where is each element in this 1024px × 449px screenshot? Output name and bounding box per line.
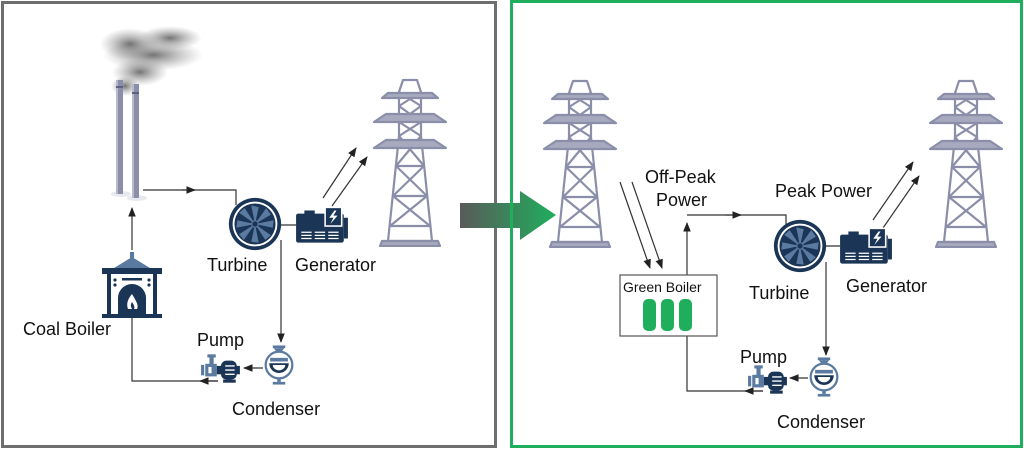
label-pump-before: Pump: [197, 330, 245, 350]
transmission-tower-icon: [928, 79, 1004, 248]
label-peak-power: Peak Power: [775, 181, 873, 201]
arrow-right-icon: [460, 191, 556, 240]
green-boiler-icon: [619, 274, 718, 337]
after-panel-frame: [510, 0, 1023, 448]
label-condenser-after: Condenser: [777, 412, 866, 432]
label-pump-after: Pump: [740, 347, 788, 367]
tower-to-boiler-line-1: [619, 181, 651, 269]
after-flow-lines: [619, 161, 920, 395]
label-green-boiler: Green Boiler: [623, 279, 702, 295]
pump-icon: [747, 364, 788, 395]
smokestack-icon: [100, 26, 203, 201]
transmission-tower-icon: [372, 78, 448, 247]
label-turbine-after: Turbine: [749, 283, 810, 303]
label-off-peak-line1: Off-Peak: [645, 167, 716, 187]
transmission-tower-icon: [542, 79, 618, 248]
label-condenser-before: Condenser: [232, 399, 321, 419]
generator-to-tower-line-2: [882, 175, 920, 229]
flow-boiler-to-turbine: [687, 214, 787, 225]
generator-to-tower-line-2: [331, 156, 368, 207]
flow-stack-to-turbine: [143, 189, 237, 205]
generator-icon: [295, 206, 349, 244]
label-generator-after: Generator: [846, 276, 928, 296]
before-panel: [1, 1, 556, 448]
pump-icon: [200, 353, 241, 384]
flow-boiler-to-pump: [686, 336, 763, 392]
tower-to-boiler-line-2: [631, 181, 663, 269]
before-flow-lines: [128, 147, 368, 385]
boiler-icon: [102, 252, 162, 318]
generator-to-tower-line-1: [872, 161, 914, 221]
flow-pump-to-boiler: [131, 314, 218, 382]
turbine-icon: [228, 197, 282, 251]
generator-to-tower-line-1: [322, 147, 357, 199]
label-off-peak-line2: Power: [656, 190, 708, 210]
generator-icon: [839, 227, 893, 265]
turbine-icon: [773, 219, 827, 273]
label-turbine-before: Turbine: [207, 255, 268, 275]
condenser-icon: [264, 344, 294, 386]
condenser-icon: [809, 356, 839, 398]
after-panel: [510, 0, 1023, 448]
label-coal-boiler: Coal Boiler: [23, 319, 112, 339]
label-generator-before: Generator: [295, 255, 377, 275]
